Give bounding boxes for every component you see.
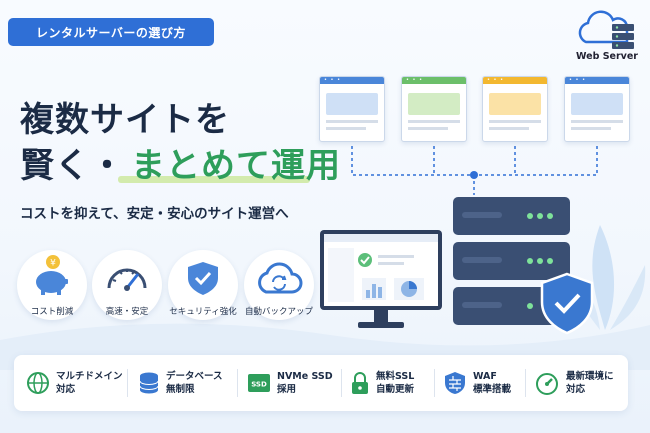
bottom-feature-waf: WAF 標準搭載 — [443, 355, 511, 411]
feature-cost-label: コスト削減 — [30, 307, 74, 317]
svg-text:SSD: SSD — [251, 381, 267, 389]
database-icon — [139, 372, 159, 394]
server-stack — [453, 197, 570, 325]
logo-label: Web Server — [576, 51, 638, 62]
globe-icon — [27, 372, 49, 394]
bottom-feature-database: データベース無制限 — [138, 355, 223, 411]
headline-line2-part1: 賢く・ — [20, 145, 125, 186]
ssd-icon: SSD — [248, 374, 270, 392]
category-tag: レンタルサーバーの選び方 — [8, 18, 214, 46]
bottom-feature-4-line2: 自動更新 — [376, 384, 415, 395]
website-card-3: • • • — [482, 76, 548, 142]
speedometer-icon — [107, 268, 147, 291]
highlight-underline — [118, 176, 310, 183]
firewall-icon — [445, 372, 465, 394]
website-card-4: • • • — [564, 76, 630, 142]
headline-line2: 賢く・ まとめて運用 — [20, 140, 341, 186]
feature-backup-circle — [244, 250, 314, 320]
feature-security-circle — [168, 250, 238, 320]
bottom-feature-1-line2: 対応 — [56, 384, 76, 395]
bottom-feature-2-line2: 無制限 — [166, 384, 195, 395]
gauge-icon — [536, 373, 558, 395]
web-server-logo: Web Server — [572, 8, 642, 66]
website-card-1: • • • — [319, 76, 385, 142]
cloud-sync-icon — [258, 262, 303, 294]
headline-line1: 複数サイトを — [20, 100, 230, 140]
bottom-feature-2-line1: データベース — [166, 371, 223, 382]
bottom-feature-4-line1: 無料SSL — [376, 371, 415, 382]
feature-speed-circle — [92, 250, 162, 320]
bottom-feature-latest: 最新環境に対応 — [534, 355, 614, 411]
security-shield-icon — [540, 272, 594, 335]
bottom-feature-1-line1: マルチドメイン — [56, 371, 123, 382]
lock-icon — [352, 372, 368, 394]
feature-speed-label: 高速・安定 — [105, 307, 149, 317]
svg-text:¥: ¥ — [50, 259, 56, 269]
website-card-2: • • • — [401, 76, 467, 142]
bottom-feature-6-line1: 最新環境に — [566, 371, 614, 382]
feature-backup-label: 自動バックアップ — [244, 307, 313, 317]
bottom-feature-ssd: SSD NVMe SSD 採用 — [247, 355, 333, 411]
bottom-feature-6-line2: 対応 — [566, 384, 586, 395]
feature-security-label: セキュリティ強化 — [169, 307, 237, 317]
headline-line2-highlight: まとめて運用 — [131, 145, 341, 186]
subheadline: コストを抑えて、安定・安心のサイト運営へ — [20, 206, 289, 222]
connection-lines — [351, 146, 598, 195]
bottom-feature-5-line2: 標準搭載 — [473, 384, 512, 395]
cloud-server-icon — [578, 10, 634, 49]
piggy-bank-icon: ¥ — [36, 255, 68, 295]
bottom-feature-3-line2: 採用 — [277, 384, 297, 395]
feature-cost-circle: ¥ — [17, 250, 87, 320]
bottom-feature-ssl: 無料SSL 自動更新 — [350, 355, 414, 411]
bottom-feature-5-line1: WAF — [473, 371, 497, 382]
shield-check-icon — [188, 262, 218, 295]
dashboard-monitor — [320, 230, 442, 328]
bottom-feature-multidomain: マルチドメイン対応 — [26, 355, 123, 411]
bottom-feature-3-line1: NVMe SSD — [277, 371, 333, 382]
